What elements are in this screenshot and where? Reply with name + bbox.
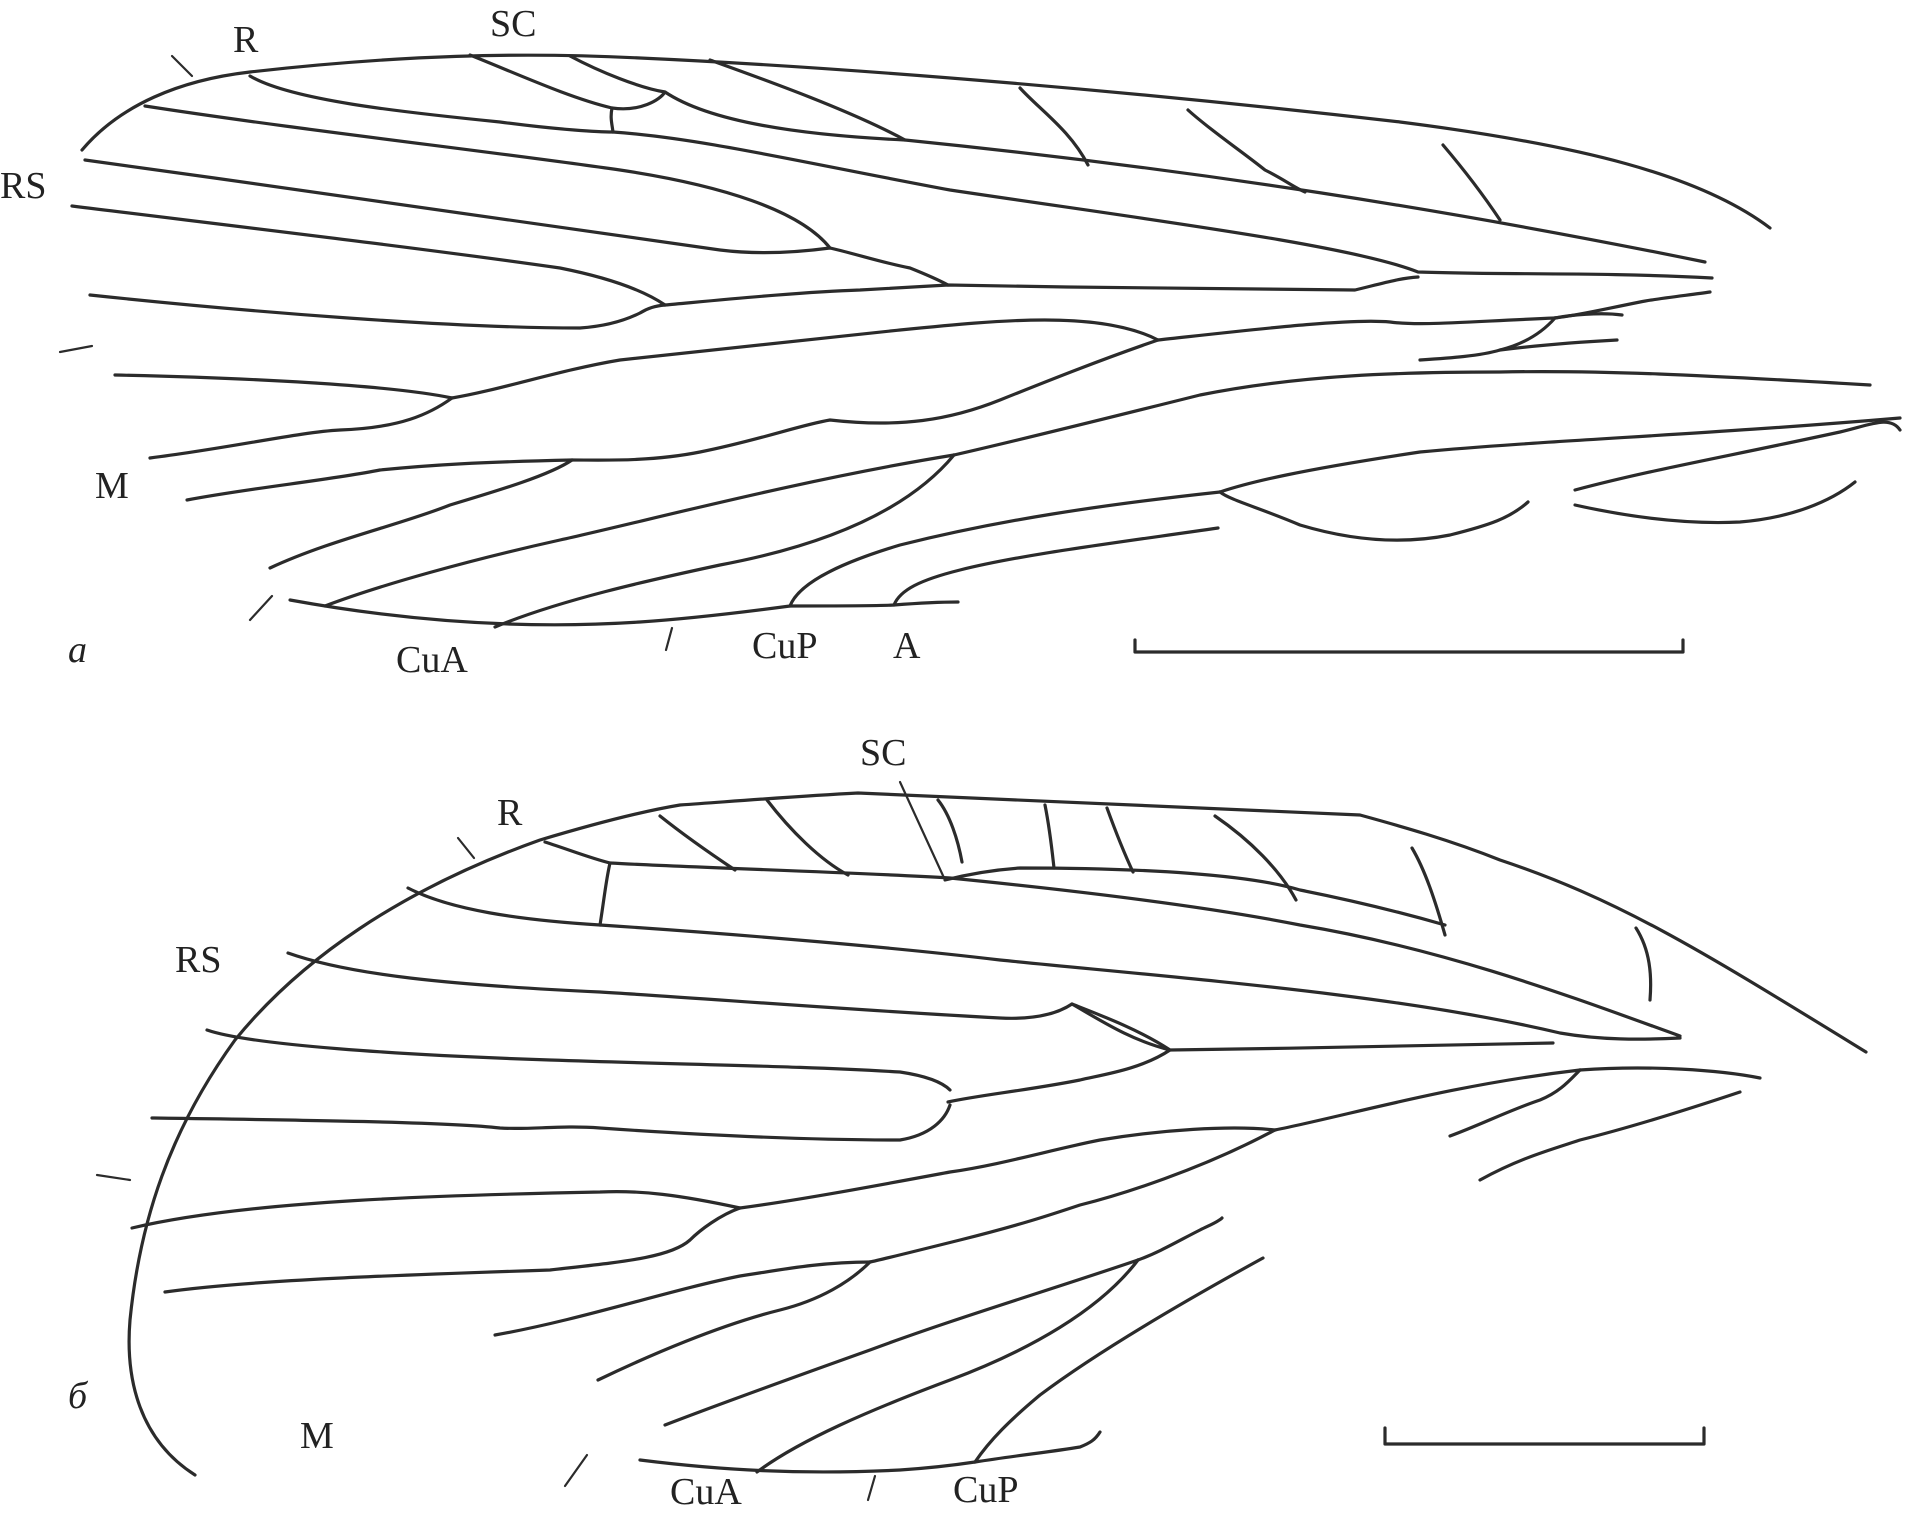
wing-a-vein-cua-1 xyxy=(323,453,956,608)
wing-a-vein-sc-branch-2 xyxy=(708,58,907,142)
wing-b-sc-pointer xyxy=(898,780,947,882)
panel-a-label-a: A xyxy=(893,625,921,667)
wing-a-vein-m-3 xyxy=(1156,316,1557,342)
panel-a-label-sc: SC xyxy=(490,3,536,45)
panel-a-label-rs: RS xyxy=(0,165,46,207)
wing-b-crossvein-5 xyxy=(1105,806,1135,874)
wing-a-vein-m-2 xyxy=(148,396,454,460)
wing-b-crossvein-8 xyxy=(1634,926,1653,1002)
wing-b-vein-sc xyxy=(543,840,1682,1038)
wing-a-vein-rs-2 xyxy=(83,158,832,255)
wing-a-scale-bar xyxy=(1133,638,1685,654)
wing-a xyxy=(58,53,1902,654)
wing-b-tick-3 xyxy=(563,1453,589,1488)
panel-b-label-cup: CuP xyxy=(953,1469,1018,1511)
wing-b-vein-m-7 xyxy=(493,1260,872,1337)
wing-a-costal-margin xyxy=(80,53,1772,230)
wing-b-tick-1 xyxy=(456,836,476,860)
wing-a-vein-sc-crossvein xyxy=(609,106,615,134)
panel-a-label-cua: CuA xyxy=(396,639,468,681)
wing-b-vein-rs-2 xyxy=(205,1028,952,1092)
wing-b-vein-m-stem xyxy=(738,1126,1277,1210)
wing-a-vein-rs-stem-2 xyxy=(663,275,1420,307)
wing-a-vein-cua-stem xyxy=(952,369,1872,457)
wing-b-vein-sc-crossvein xyxy=(598,861,612,927)
wing-b-vein-m-3 xyxy=(1273,1066,1762,1132)
wing-b-vein-m-8 xyxy=(596,1260,872,1382)
wing-b-vein-rs-1 xyxy=(286,951,1074,1020)
panel-b-label-cua: CuA xyxy=(670,1471,742,1513)
wing-b-crossvein-6 xyxy=(1213,814,1298,902)
wing-b-vein-rs-4 xyxy=(150,1103,952,1142)
wing-a-vein-m-10 xyxy=(268,458,574,570)
wing-b-vein-r xyxy=(406,886,1682,1041)
wing-b-crossvein-7 xyxy=(1410,846,1447,937)
wing-a-tick-3 xyxy=(248,594,274,622)
wing-b-vein-cua-1 xyxy=(663,1258,1140,1427)
wing-a-vein-a-branch xyxy=(1573,420,1902,492)
wing-a-vein-sc-branch-4 xyxy=(1186,108,1307,194)
wing-a-vein-m-8 xyxy=(570,338,1160,462)
panel-b-label: б xyxy=(68,1375,89,1417)
wing-a-vein-sc-branch-3 xyxy=(1018,86,1090,167)
wing-a-vein-m-stem xyxy=(450,318,1160,400)
wing-b-tick-4 xyxy=(866,1474,877,1502)
panel-a-label-cup: CuP xyxy=(752,625,817,667)
wing-b-vein-m-1 xyxy=(130,1189,742,1230)
wing-b-vein-m-4 xyxy=(1448,1068,1582,1138)
wing-a-vein-sc-branch-5 xyxy=(1441,143,1502,222)
wing-b-vein-m-2 xyxy=(163,1206,742,1294)
wing-b-crossvein-4 xyxy=(1043,803,1056,870)
wing-a-vein-m-5 xyxy=(1553,312,1624,320)
wing-a-vein-a-branch-2 xyxy=(1573,480,1857,525)
panel-a-label-r: R xyxy=(233,19,259,61)
panel-a-label-m: M xyxy=(95,465,129,507)
wing-a-vein-cup xyxy=(788,416,1902,608)
wing-b-vein-rs-3 xyxy=(946,1002,1172,1104)
wing-b-vein-m-5 xyxy=(1478,1090,1742,1182)
wing-b-crossvein-1 xyxy=(658,814,737,872)
wing-b-vein-m-6 xyxy=(868,1128,1277,1264)
wing-a-tick-2 xyxy=(58,344,94,354)
wing-b-vein-cua-3 xyxy=(1136,1216,1224,1262)
panel-a-label: а xyxy=(68,629,87,671)
wing-a-tick-1 xyxy=(170,54,194,78)
wing-b-tick-2 xyxy=(95,1173,132,1182)
wing-b xyxy=(95,780,1868,1502)
wing-a-vein-m-9 xyxy=(185,458,574,502)
wing-b-posterior-margin xyxy=(638,1458,977,1474)
wing-a-vein-cua-2 xyxy=(493,453,956,629)
wing-b-vein-cua-2 xyxy=(755,1258,1140,1474)
wing-a-vein-rs-3 xyxy=(70,204,667,307)
panel-b-label-r: R xyxy=(497,792,523,834)
wing-a-vein-rs-4 xyxy=(88,293,667,330)
wing-a-vein-sc-branch-1 xyxy=(568,54,667,94)
wing-b-crossvein-3 xyxy=(936,798,964,864)
panel-b-label-m: M xyxy=(300,1415,334,1457)
wing-b-scale-bar xyxy=(1383,1426,1706,1446)
wing-b-vein-sc-junction xyxy=(943,866,1447,927)
wing-a-vein-m-1 xyxy=(113,373,454,400)
wing-a-vein-sc xyxy=(468,53,1707,264)
wing-b-crossvein-2 xyxy=(765,798,850,877)
wing-a-vein-rs-stem xyxy=(828,246,950,287)
wing-b-vein-cup xyxy=(973,1256,1265,1464)
wing-a-posterior-margin xyxy=(288,598,960,627)
panel-b-label-rs: RS xyxy=(175,939,221,981)
wing-b-costal-margin xyxy=(127,791,1868,1477)
panel-b-label-sc: SC xyxy=(860,732,906,774)
wing-a-tick-4 xyxy=(664,626,674,652)
wing-a-vein-r xyxy=(248,74,1714,280)
wing-b-vein-cup-branch xyxy=(973,1430,1102,1464)
wing-a-vein-rs-1 xyxy=(143,104,832,250)
wing-a-vein-m-7 xyxy=(1498,338,1619,352)
wing-a-vein-cup-branch xyxy=(1218,490,1530,542)
wing-a-vein-a xyxy=(892,526,1220,607)
